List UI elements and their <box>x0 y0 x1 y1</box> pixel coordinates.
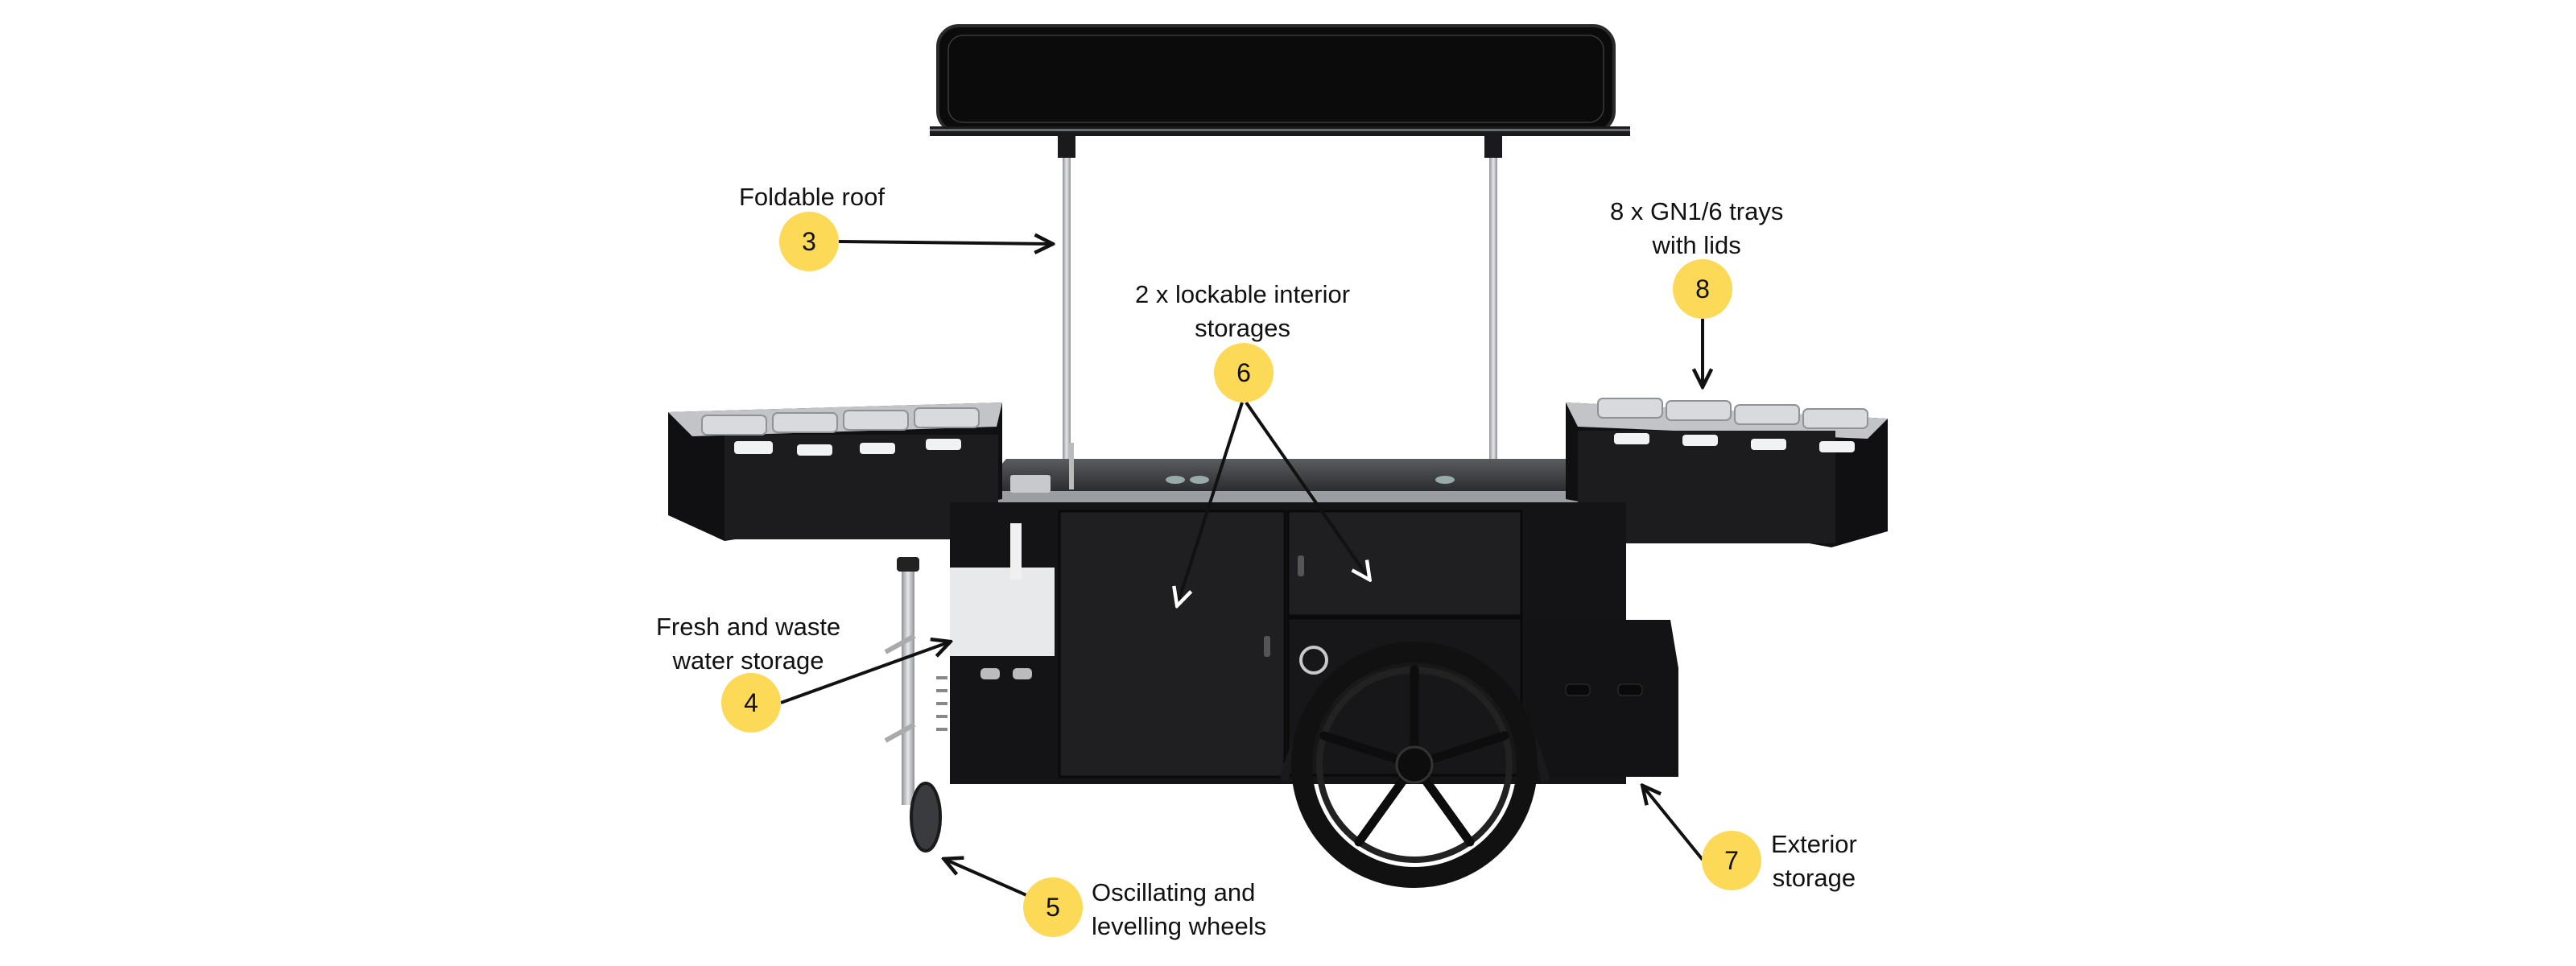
callout-badge-5: 5 <box>1023 877 1083 937</box>
counter-top <box>978 443 1598 502</box>
rear-wheel <box>1280 642 1550 888</box>
callout-badge-4: 4 <box>721 673 781 733</box>
callout-label-exterior-storage: Exterior storage <box>1771 830 1857 892</box>
callout-label-gn-trays: 8 x GN1/6 trays with lids <box>1610 197 1784 259</box>
callout-label-water-storage: Fresh and waste water storage <box>656 613 841 675</box>
arrow-7 <box>1644 787 1704 861</box>
tray-box-left <box>668 402 1002 541</box>
foldable-roof <box>930 24 1630 136</box>
callout-badge-8: 8 <box>1673 259 1732 319</box>
callout-arrows <box>780 242 1704 897</box>
arrow-4 <box>780 642 948 704</box>
callout-label-wheels: Oscillating and levelling wheels <box>1092 878 1267 940</box>
callout-badge-3: 3 <box>779 212 839 271</box>
callout-badge-6: 6 <box>1214 343 1274 402</box>
callout-label-interior-storages: 2 x lockable interior storages <box>1135 280 1351 342</box>
arrow-3 <box>838 242 1051 244</box>
roof-poles <box>1058 134 1502 472</box>
arrow-5 <box>946 860 1027 897</box>
jockey-wheels <box>884 557 942 852</box>
callout-label-foldable-roof: Foldable roof <box>739 183 885 211</box>
cart-body <box>936 502 1678 784</box>
arrow-6a <box>1178 402 1244 604</box>
callout-badge-7: 7 <box>1702 831 1761 890</box>
arrow-6b <box>1245 401 1368 578</box>
